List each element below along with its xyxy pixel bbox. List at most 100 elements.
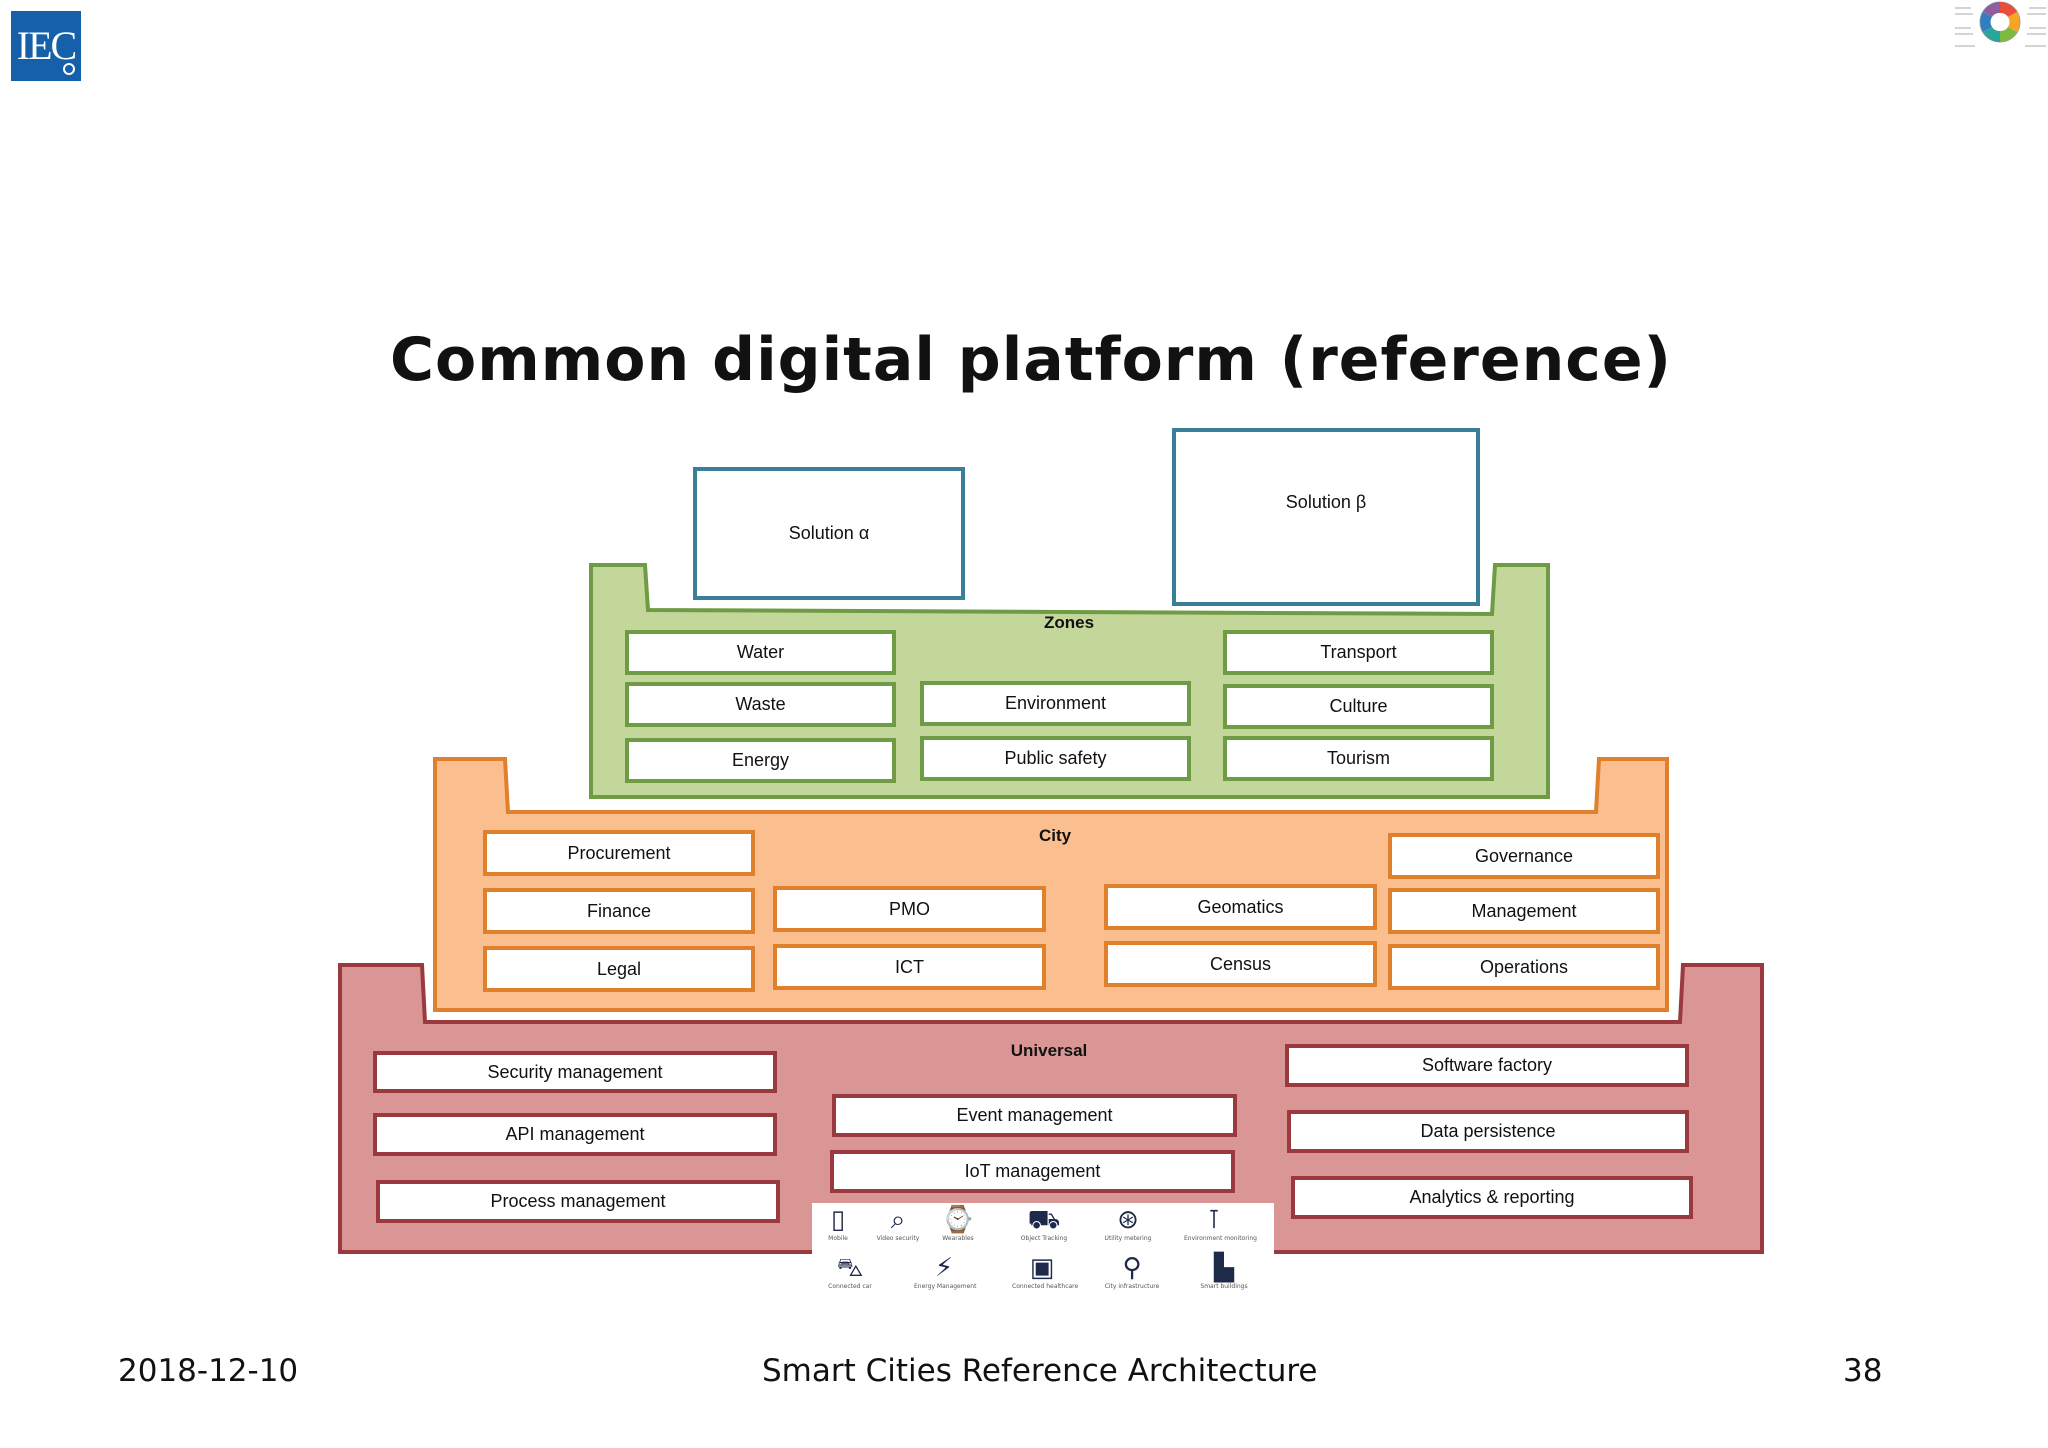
solution-alpha-box: Solution α xyxy=(693,467,965,600)
zones-layer-label: Zones xyxy=(1043,613,1095,632)
iec-logo: IEC xyxy=(11,11,81,81)
universal-layer-label: Universal xyxy=(1010,1041,1088,1060)
registered-mark-icon xyxy=(63,63,75,75)
zone-transport-label: Transport xyxy=(1320,642,1397,662)
universal-iot-management: IoT management xyxy=(830,1150,1235,1193)
city-layer-label: City xyxy=(1038,826,1072,845)
universal-event-management: Event management xyxy=(832,1094,1237,1137)
city-pmo: PMO xyxy=(773,886,1046,932)
wearables-icon: ⌚Wearables xyxy=(938,1205,978,1242)
zone-public-safety: Public safety xyxy=(920,736,1191,781)
universal-security-management: Security management xyxy=(373,1051,777,1093)
city-legal-label: Legal xyxy=(596,958,642,979)
utility-metering-icon-glyph: ⊛ xyxy=(1117,1205,1139,1235)
solution-beta-label: Solution β xyxy=(1285,491,1367,512)
universal-api-management-label: API management xyxy=(505,1124,645,1144)
universal-event-management-label: Event management xyxy=(956,1105,1113,1125)
universal-software-factory: Software factory xyxy=(1285,1044,1689,1087)
connected-car-icon-caption: Connected car xyxy=(828,1283,872,1290)
zone-waste: Waste xyxy=(625,682,896,727)
zone-tourism: Tourism xyxy=(1223,736,1494,781)
universal-data-persistence: Data persistence xyxy=(1287,1110,1689,1153)
zone-energy: Energy xyxy=(625,738,896,783)
energy-management-icon-glyph: ⚡ xyxy=(934,1253,954,1283)
city-infrastructure-icon: ⚲City infrastructure xyxy=(1105,1253,1160,1290)
universal-software-factory-label: Software factory xyxy=(1421,1055,1553,1075)
footer-date: 2018-12-10 xyxy=(118,1353,299,1389)
solution-beta-box: Solution β xyxy=(1172,428,1480,606)
mobile-icon-glyph: ▯ xyxy=(830,1205,846,1235)
city-infrastructure-icon-caption: City infrastructure xyxy=(1104,1283,1160,1290)
connected-healthcare-icon: ▣Connected healthcare xyxy=(1012,1253,1078,1290)
slide-title: Common digital platform (reference) xyxy=(390,325,1672,395)
video-security-icon: ⌕Video security xyxy=(877,1205,920,1242)
connected-healthcare-icon-caption: Connected healthcare xyxy=(1012,1283,1079,1290)
universal-data-persistence-label: Data persistence xyxy=(1420,1121,1556,1141)
mobile-icon: ▯Mobile xyxy=(818,1205,858,1242)
zone-culture: Culture xyxy=(1223,684,1494,729)
video-security-icon-caption: Video security xyxy=(876,1235,920,1242)
universal-analytics-reporting-label: Analytics & reporting xyxy=(1409,1187,1575,1207)
zone-public-safety-label: Public safety xyxy=(1004,748,1107,768)
city-infrastructure-icon-glyph: ⚲ xyxy=(1122,1253,1142,1283)
city-finance-label: Finance xyxy=(586,900,652,921)
city-census: Census xyxy=(1104,941,1377,987)
zone-water: Water xyxy=(625,630,896,675)
city-census-label: Census xyxy=(1209,953,1272,974)
city-ict: ICT xyxy=(773,944,1046,990)
energy-management-icon-caption: Energy Management xyxy=(914,1283,977,1290)
logo-text: IEC xyxy=(16,23,77,68)
connected-healthcare-icon-glyph: ▣ xyxy=(1029,1253,1055,1283)
environment-monitoring-icon-caption: Environment monitoring xyxy=(1184,1235,1257,1242)
footer-page-number: 38 xyxy=(1843,1353,1883,1389)
universal-security-management-label: Security management xyxy=(487,1061,663,1082)
utility-metering-icon: ⊛Utility metering xyxy=(1105,1205,1152,1242)
city-procurement-label: Procurement xyxy=(567,842,671,863)
object-tracking-icon: ⛟Object Tracking xyxy=(1021,1205,1067,1242)
smart-buildings-icon-caption: Smart buildings xyxy=(1200,1283,1248,1290)
city-finance: Finance xyxy=(483,888,755,934)
zone-energy-label: Energy xyxy=(731,750,790,770)
zone-waste-label: Waste xyxy=(735,694,786,714)
corner-wheel-graphic xyxy=(1955,1,2046,47)
city-management: Management xyxy=(1388,888,1660,934)
city-procurement: Procurement xyxy=(483,830,755,876)
utility-metering-icon-caption: Utility metering xyxy=(1104,1235,1152,1242)
city-management-label: Management xyxy=(1471,900,1577,921)
zone-environment-label: Environment xyxy=(1004,693,1107,713)
energy-management-icon: ⚡Energy Management xyxy=(914,1253,976,1290)
object-tracking-icon-glyph: ⛟ xyxy=(1027,1205,1061,1235)
iot-device-icons: ▯Mobile ⌕Video security ⌚Wearables ⛟Object … xyxy=(812,1203,1274,1303)
zone-environment: Environment xyxy=(920,681,1191,726)
object-tracking-icon-caption: Object Tracking xyxy=(1020,1235,1068,1242)
connected-car-icon: ⛍Connected car xyxy=(828,1253,872,1290)
footer-title: Smart Cities Reference Architecture xyxy=(762,1353,1318,1389)
city-pmo-label: PMO xyxy=(888,898,930,919)
connected-car-icon-glyph: ⛍ xyxy=(836,1253,864,1283)
universal-process-management: Process management xyxy=(376,1180,780,1223)
zone-water-label: Water xyxy=(736,642,785,662)
city-legal: Legal xyxy=(483,946,755,992)
universal-api-management: API management xyxy=(373,1113,777,1156)
wearables-icon-glyph: ⌚ xyxy=(941,1205,975,1235)
solution-alpha-label: Solution α xyxy=(788,523,870,543)
city-ict-label: ICT xyxy=(895,956,924,977)
environment-monitoring-icon: ⊺Environment monitoring xyxy=(1184,1205,1257,1242)
smart-buildings-icon: ▙Smart buildings xyxy=(1200,1253,1247,1290)
mobile-icon-caption: Mobile xyxy=(828,1235,848,1242)
zone-culture-label: Culture xyxy=(1329,696,1388,716)
city-operations: Operations xyxy=(1388,944,1660,990)
universal-process-management-label: Process management xyxy=(490,1191,666,1211)
smart-buildings-icon-glyph: ▙ xyxy=(1214,1253,1234,1283)
zone-transport: Transport xyxy=(1223,630,1494,675)
city-governance-label: Governance xyxy=(1474,845,1574,866)
city-operations-label: Operations xyxy=(1479,956,1569,977)
video-security-icon-glyph: ⌕ xyxy=(890,1205,906,1235)
city-governance: Governance xyxy=(1388,833,1660,879)
city-geomatics-label: Geomatics xyxy=(1197,896,1284,917)
universal-iot-management-label: IoT management xyxy=(964,1161,1101,1181)
zone-tourism-label: Tourism xyxy=(1326,748,1390,768)
environment-monitoring-icon-glyph: ⊺ xyxy=(1207,1205,1221,1235)
wearables-icon-caption: Wearables xyxy=(942,1235,974,1242)
city-geomatics: Geomatics xyxy=(1104,884,1377,930)
